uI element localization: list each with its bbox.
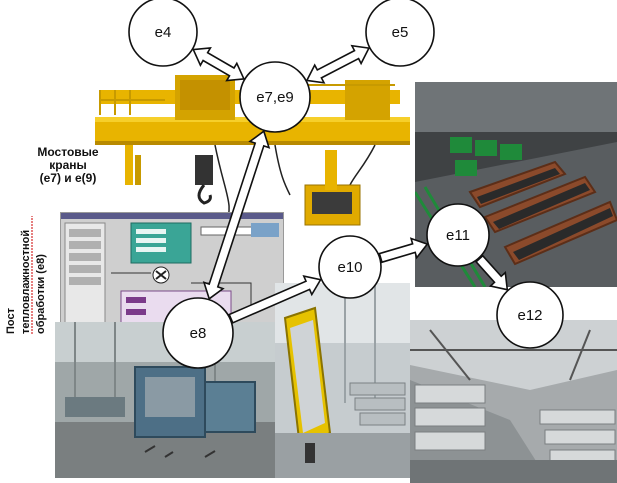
edge-e8-e10 bbox=[228, 274, 322, 324]
node-e11: е11 bbox=[426, 203, 490, 267]
cranes-caption-line3: (е7) и е(9) bbox=[39, 171, 97, 185]
cranes-caption-line1: Мостовые bbox=[37, 145, 99, 159]
steam-post-line3: обработки (е8) bbox=[35, 254, 47, 334]
node-label-e4: е4 bbox=[155, 24, 172, 41]
node-label-e5: е5 bbox=[392, 24, 409, 41]
node-circle-e12 bbox=[496, 281, 564, 349]
tilting-table-photo bbox=[275, 283, 410, 478]
node-e8: е8 bbox=[162, 297, 234, 369]
steam-post-line2: тепловлажностной bbox=[20, 230, 32, 334]
node-circle-e7e9 bbox=[239, 61, 311, 133]
edge-e8-e7e9 bbox=[202, 129, 271, 301]
cranes-caption: Мостовые краны (е7) и е(9) bbox=[18, 146, 118, 185]
node-circle-e11 bbox=[426, 203, 490, 267]
steam-chamber-photo bbox=[55, 322, 277, 478]
node-e5: е5 bbox=[365, 0, 435, 67]
node-e4: е4 bbox=[128, 0, 198, 67]
node-label-e8: е8 bbox=[190, 325, 207, 342]
edge-e11-e12 bbox=[474, 254, 509, 291]
graph-nodes: е4 е5 е7,е9 е8 е10 е11 е12 bbox=[128, 0, 564, 369]
edge-e7e9-e5 bbox=[305, 44, 371, 84]
edge-e10-e11 bbox=[378, 237, 429, 264]
node-e10: е10 bbox=[318, 235, 382, 299]
node-e12: е12 bbox=[496, 281, 564, 349]
steam-post-line1: Пост bbox=[5, 307, 17, 334]
node-circle-e4 bbox=[128, 0, 198, 67]
node-circle-e5 bbox=[365, 0, 435, 67]
node-label-e11: е11 bbox=[446, 227, 470, 244]
steam-post-caption: Пост тепловлажностной обработки (е8) bbox=[5, 216, 47, 334]
node-label-e10: е10 bbox=[337, 259, 362, 276]
graph-edges bbox=[192, 44, 509, 324]
node-e7e9: е7,е9 bbox=[239, 61, 311, 133]
finished-goods-warehouse-photo bbox=[410, 320, 617, 483]
cranes-caption-line2: краны bbox=[49, 158, 87, 172]
node-circle-e10 bbox=[318, 235, 382, 299]
node-circle-e8 bbox=[162, 297, 234, 369]
edge-e7e9-e4 bbox=[192, 46, 246, 82]
node-label-e12: е12 bbox=[517, 307, 542, 324]
node-label-e7e9: е7,е9 bbox=[256, 89, 294, 106]
